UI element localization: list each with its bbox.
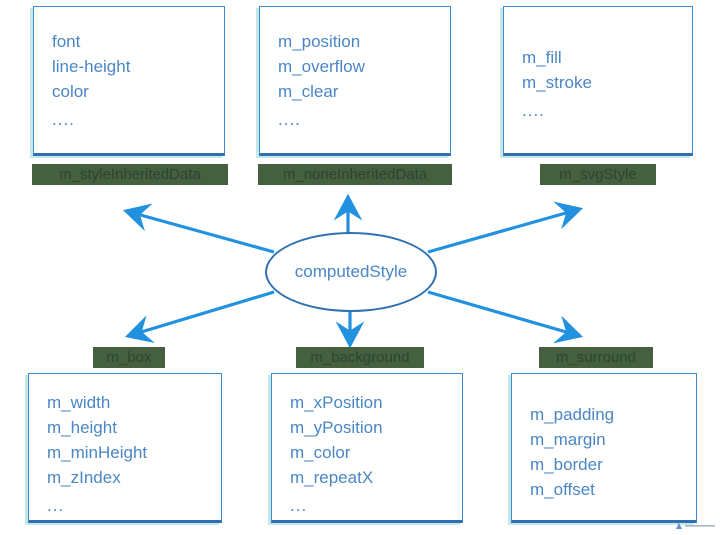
field-item: m_offset — [530, 480, 595, 499]
field-list: font line-height color .... — [34, 7, 224, 132]
field-list: m_position m_overflow m_clear .... — [260, 7, 450, 132]
field-item-ellipsis: ... — [290, 496, 308, 515]
center-node-computed-style: computedStyle — [265, 232, 437, 312]
field-list: m_width m_height m_minHeight m_zIndex ..… — [29, 374, 221, 518]
field-item: m_clear — [278, 82, 339, 101]
field-item: m_height — [47, 418, 117, 437]
member-label-svg-style: m_svgStyle — [540, 164, 656, 185]
field-item: m_border — [530, 455, 603, 474]
field-item: font — [52, 32, 81, 51]
center-node-label: computedStyle — [294, 262, 408, 281]
field-list: m_padding m_margin m_border m_offset — [512, 374, 696, 502]
member-box-background: m_xPosition m_yPosition m_color m_repeat… — [271, 373, 463, 523]
field-item: m_padding — [530, 405, 615, 424]
field-item-ellipsis: .... — [278, 110, 301, 129]
member-label-none-inherited-data: m_noneInheritedData — [258, 164, 452, 185]
field-item-ellipsis: .... — [52, 110, 75, 129]
field-item: color — [52, 82, 89, 101]
arrow-to-surround — [427, 290, 584, 344]
field-item: m_zIndex — [47, 468, 121, 487]
field-list: m_xPosition m_yPosition m_color m_repeat… — [272, 374, 462, 518]
ellipse-shape — [265, 232, 437, 312]
arrow-to-style-inherited-data — [122, 203, 275, 254]
field-item: line-height — [52, 57, 131, 76]
field-item: m_color — [290, 443, 351, 462]
field-item: m_overflow — [278, 57, 365, 76]
field-item: m_xPosition — [290, 393, 383, 412]
member-box-style-inherited-data: font line-height color .... — [33, 6, 225, 156]
field-list: m_fill m_stroke .... — [504, 7, 692, 123]
field-item-ellipsis: .... — [522, 101, 545, 120]
corner-artifact — [676, 523, 715, 529]
member-box-box: m_width m_height m_minHeight m_zIndex ..… — [28, 373, 222, 523]
field-item: m_position — [278, 32, 361, 51]
member-box-none-inherited-data: m_position m_overflow m_clear .... — [259, 6, 451, 156]
field-item: m_margin — [530, 430, 606, 449]
arrow-to-svg-style — [427, 201, 584, 254]
field-item: m_minHeight — [47, 443, 148, 462]
field-item: m_fill — [522, 48, 562, 67]
field-item: m_repeatX — [290, 468, 374, 487]
field-item: m_yPosition — [290, 418, 383, 437]
member-box-surround: m_padding m_margin m_border m_offset — [511, 373, 697, 523]
field-item: m_width — [47, 393, 111, 412]
member-label-background: m_background — [296, 347, 424, 368]
field-item: m_stroke — [522, 73, 592, 92]
member-label-surround: m_surround — [539, 347, 653, 368]
member-label-box: m_box — [93, 347, 165, 368]
member-box-svg-style: m_fill m_stroke .... — [503, 6, 693, 156]
member-label-style-inherited-data: m_styleInheritedData — [32, 164, 228, 185]
field-item-ellipsis: ... — [47, 496, 65, 515]
arrow-to-box — [124, 290, 275, 343]
